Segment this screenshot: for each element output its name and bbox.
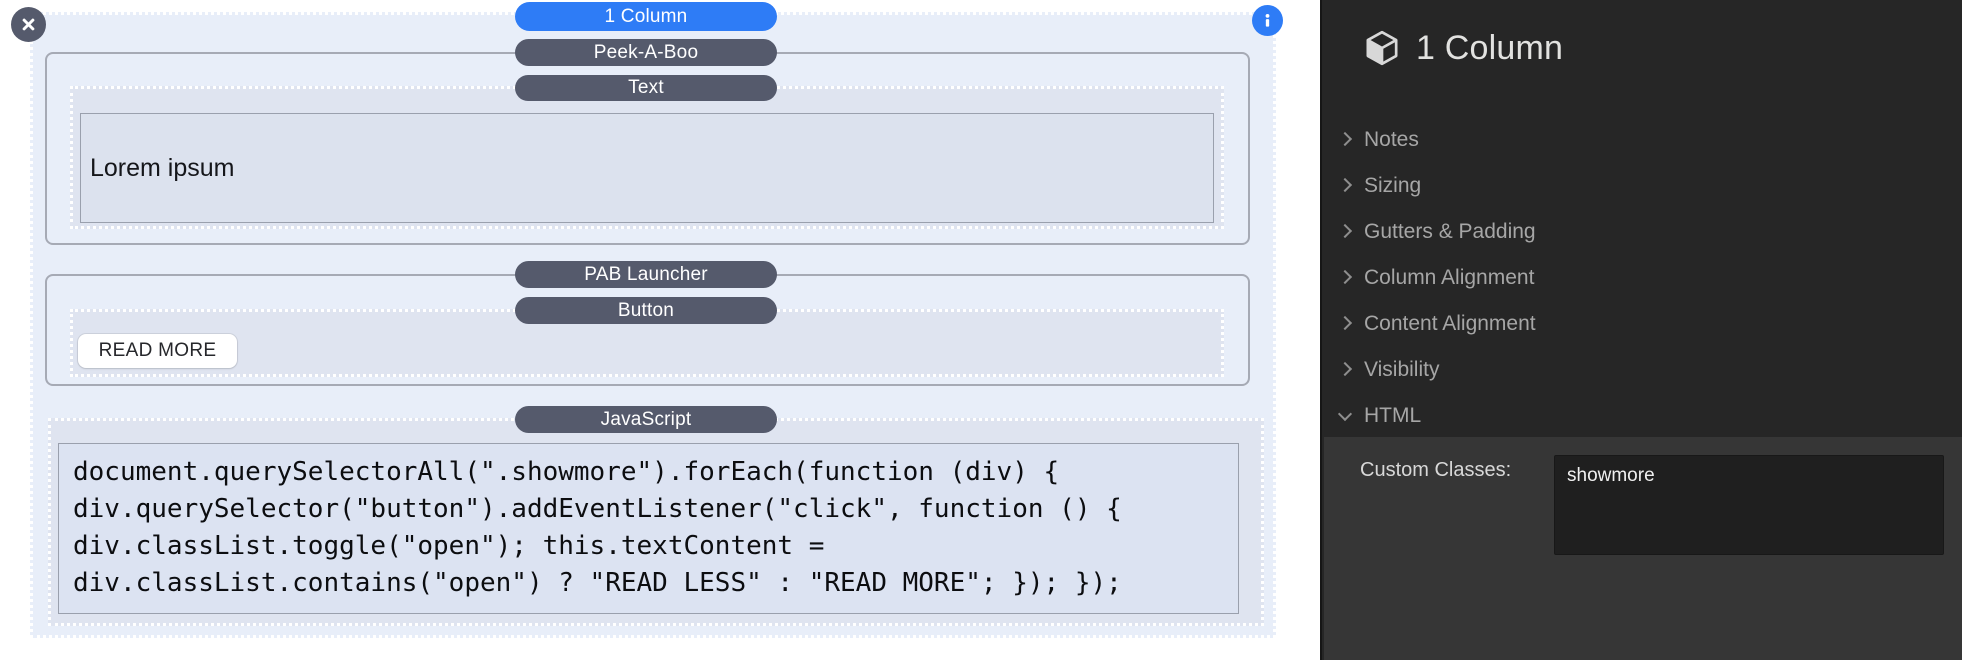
section-label: HTML <box>1364 404 1422 427</box>
read-more-button[interactable]: READ MORE <box>78 334 237 368</box>
section-notes[interactable]: Notes <box>1322 117 1962 163</box>
section-list: Notes Sizing Gutters & Padding Column Al… <box>1322 117 1962 439</box>
info-icon <box>1258 11 1277 30</box>
section-label: Gutters & Padding <box>1364 220 1536 243</box>
javascript-code-box[interactable]: document.querySelectorAll(".showmore").f… <box>58 443 1239 614</box>
info-button[interactable] <box>1252 5 1283 36</box>
section-html[interactable]: HTML <box>1322 393 1962 439</box>
chevron-right-icon <box>1337 315 1353 331</box>
panel-title: 1 Column <box>1416 28 1564 67</box>
section-label: Notes <box>1364 128 1419 151</box>
chevron-right-icon <box>1337 361 1353 377</box>
chevron-right-icon <box>1337 269 1353 285</box>
close-button[interactable] <box>11 7 46 42</box>
javascript-code: document.querySelectorAll(".showmore").f… <box>73 457 1122 598</box>
chevron-down-icon <box>1337 406 1353 421</box>
section-gutters-padding[interactable]: Gutters & Padding <box>1322 209 1962 255</box>
pill-button[interactable]: Button <box>515 297 777 324</box>
html-section-body: Custom Classes: showmore <box>1324 437 1962 660</box>
text-module-content[interactable]: Lorem ipsum <box>80 113 1214 223</box>
custom-classes-input[interactable]: showmore <box>1554 455 1944 555</box>
pill-peek-a-boo[interactable]: Peek-A-Boo <box>515 39 777 66</box>
chevron-right-icon <box>1337 223 1353 239</box>
pill-pab-launcher[interactable]: PAB Launcher <box>515 261 777 288</box>
section-content-alignment[interactable]: Content Alignment <box>1322 301 1962 347</box>
section-label: Sizing <box>1364 174 1422 197</box>
section-visibility[interactable]: Visibility <box>1322 347 1962 393</box>
chevron-right-icon <box>1337 177 1353 193</box>
section-sizing[interactable]: Sizing <box>1322 163 1962 209</box>
close-icon <box>18 14 39 35</box>
section-label: Content Alignment <box>1364 312 1536 335</box>
pill-text[interactable]: Text <box>515 75 777 101</box>
pill-javascript[interactable]: JavaScript <box>515 406 777 433</box>
panel-header: 1 Column <box>1362 28 1563 68</box>
custom-classes-label: Custom Classes: <box>1360 459 1512 481</box>
pill-1-column[interactable]: 1 Column <box>515 2 777 31</box>
section-column-alignment[interactable]: Column Alignment <box>1322 255 1962 301</box>
section-label: Column Alignment <box>1364 266 1535 289</box>
cube-icon <box>1362 28 1402 68</box>
section-label: Visibility <box>1364 358 1440 381</box>
chevron-right-icon <box>1337 131 1353 147</box>
text-content: Lorem ipsum <box>90 153 235 182</box>
settings-panel: 1 Column Notes Sizing Gutters & Padding … <box>1320 0 1962 660</box>
